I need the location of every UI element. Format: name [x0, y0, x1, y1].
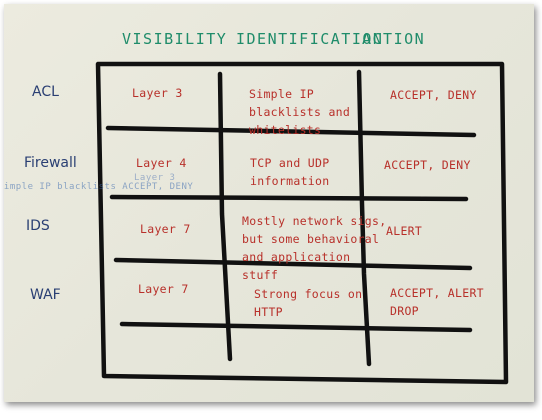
- column-header-visibility: VISIBILITY: [122, 30, 228, 48]
- cell-waf-action: ACCEPT, ALERT DROP: [390, 286, 484, 318]
- row-label-acl: ACL: [32, 84, 59, 100]
- cell-acl-visibility: Layer 3: [132, 86, 183, 100]
- row-label-waf: WAF: [30, 287, 61, 303]
- ghost-text-row: Simple IP blacklists ACCEPT, DENY: [4, 182, 194, 192]
- column-header-action: ACTION: [362, 30, 426, 48]
- row-label-firewall: Firewall: [24, 155, 77, 171]
- cell-acl-identification: Simple IP blacklists and whitelists: [249, 87, 351, 137]
- cell-ids-visibility: Layer 7: [140, 222, 191, 236]
- ghost-text-layer: Layer 3: [134, 173, 176, 183]
- table-grid-lines: [95, 61, 509, 385]
- cell-ids-action: ALERT: [386, 224, 423, 238]
- whiteboard-photo: Simple IP blacklists ACCEPT, DENY Layer …: [4, 4, 534, 402]
- cell-firewall-action: ACCEPT, DENY: [384, 158, 471, 172]
- cell-firewall-visibility: Layer 4: [136, 156, 187, 170]
- cell-waf-visibility: Layer 7: [138, 282, 189, 296]
- row-label-ids: IDS: [26, 218, 50, 234]
- cell-acl-action: ACCEPT, DENY: [390, 88, 477, 102]
- column-header-identification: IDENTIFICATION: [236, 30, 384, 48]
- cell-waf-identification: Strong focus on HTTP: [254, 287, 363, 319]
- cell-ids-identification: Mostly network sigs, but some behavioral…: [242, 214, 387, 282]
- cell-firewall-identification: TCP and UDP information: [250, 156, 330, 188]
